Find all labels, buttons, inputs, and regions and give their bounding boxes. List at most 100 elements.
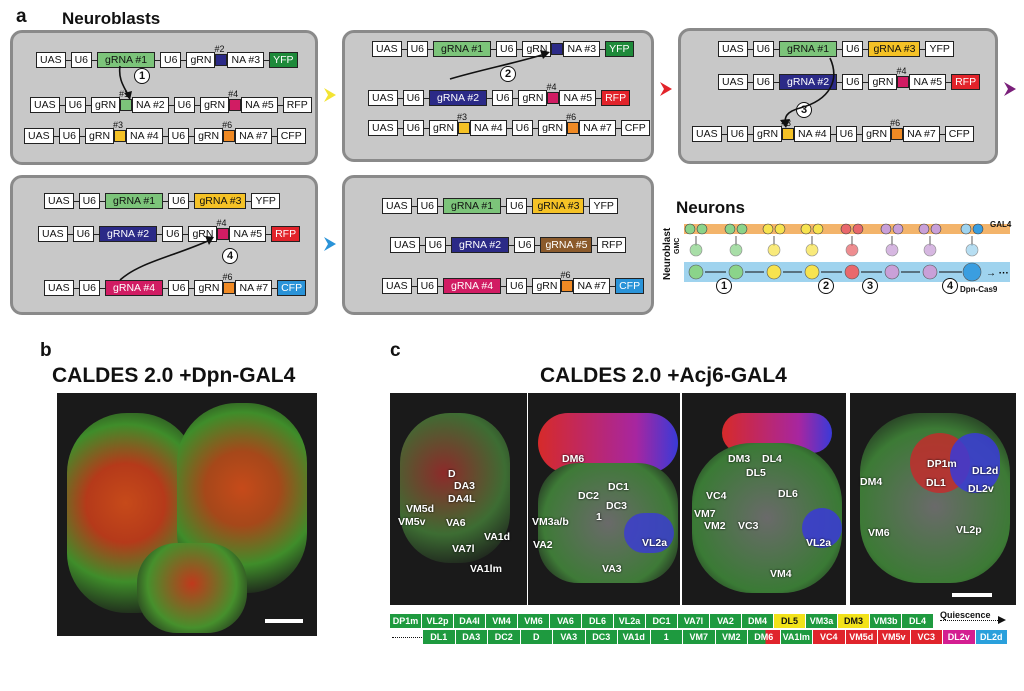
region-label: VL2p (956, 524, 982, 536)
target-label: #2 (214, 44, 225, 54)
neuron-dot (972, 223, 984, 235)
grn-box: gRN (868, 74, 898, 90)
uas-box: UAS (718, 74, 748, 90)
grn-box: gRN (186, 52, 216, 68)
panel-label-b: b (40, 340, 52, 361)
neuroblast-dot (728, 264, 744, 280)
u6-box: U6 (726, 126, 749, 142)
u6-box: U6 (64, 97, 87, 113)
quiescence-arrow (940, 620, 1000, 621)
u6-box: U6 (70, 52, 93, 68)
uas-box: UAS (372, 41, 402, 57)
target-label: #4 (216, 218, 227, 228)
scale-bar (265, 619, 303, 623)
uas-box: UAS (24, 128, 54, 144)
grna1-box: gRNA #1 (443, 198, 502, 214)
neuron-dot (880, 223, 892, 235)
target-label: #6 (566, 112, 577, 122)
region-label: DM6 (562, 453, 585, 465)
lineage-unit (840, 223, 882, 280)
region-label: VA2 (533, 539, 553, 551)
timeline-bottom-cell: DM6 (748, 630, 781, 644)
u6-box: U6 (160, 52, 182, 68)
neuron-dot (812, 223, 824, 235)
scale-bar (952, 593, 992, 597)
target-label: #1 (119, 89, 130, 99)
stage3-row2: UAS U6 gRNA #2 U6 gRN #4 NA #5 RFP (718, 66, 981, 90)
editing-arrows (118, 50, 835, 281)
grna3-box: gRNA #3 (868, 41, 921, 57)
region-label: VL2a (806, 537, 832, 549)
u6-box: U6 (492, 90, 514, 106)
lineage-step-3: 3 (862, 278, 878, 294)
stage2-row2: UAS U6 gRNA #2 U6 gRN #4 NA #5 RFP (368, 82, 631, 106)
region-label: VA7l (452, 543, 475, 555)
panel-b-image (57, 393, 317, 636)
na-box: NA #7 (235, 280, 273, 296)
lineage-unit (684, 223, 726, 280)
u6-box: U6 (72, 226, 95, 242)
target-label: #6 (560, 270, 571, 280)
timeline-bottom-cell: VA3 (553, 630, 586, 644)
region-label: VA1d (484, 531, 511, 543)
u6-box: U6 (167, 128, 190, 144)
lineage-unit (880, 223, 920, 280)
timeline-bottom-cell: VC4 (813, 630, 846, 644)
uas-box: UAS (30, 97, 60, 113)
region-label: D (448, 468, 456, 480)
region-label: DL1 (926, 477, 946, 489)
stage3-row1: UAS U6 gRNA #1 U6 gRNA #3 YFP (718, 41, 954, 57)
stage2-row1: UAS U6 gRNA #1 U6 gRN NA #3 YFP (372, 41, 634, 57)
rfp-reporter: RFP (282, 97, 312, 113)
region-label: DM4 (860, 476, 883, 488)
rfp-reporter: RFP (597, 237, 627, 253)
stage5-row3: UAS U6 gRNA #4 U6 gRN #6 NA #7 CFP (382, 270, 645, 294)
timeline-bottom-cell: DC2 (488, 630, 521, 644)
grna2-box: gRNA #2 (451, 237, 510, 253)
grn-box: gRN (91, 97, 121, 113)
arrow-right-icon (324, 88, 336, 102)
timeline-bottom-cell: DL2v (943, 630, 976, 644)
timeline-bottom-cell: VM5v (878, 630, 911, 644)
neuron-dot (960, 223, 972, 235)
na-box: NA #4 (470, 120, 507, 136)
u6-box: U6 (506, 198, 528, 214)
yfp-reporter: YFP (269, 52, 298, 68)
rfp-reporter: RFP (601, 90, 631, 106)
uas-box: UAS (692, 126, 722, 142)
neuroblast-dot (844, 264, 860, 280)
region-label: DL2d (972, 465, 999, 477)
region-label: DL6 (778, 488, 798, 500)
gmc-dot (965, 243, 979, 257)
yfp-reporter: YFP (925, 41, 954, 57)
u6-box: U6 (162, 226, 184, 242)
panel-c-image-2 (528, 393, 680, 605)
rfp-reporter: RFP (951, 74, 981, 90)
u6-box: U6 (58, 128, 81, 144)
u6-box: U6 (416, 278, 439, 294)
uas-box: UAS (368, 90, 398, 106)
region-label: DA4L (448, 493, 476, 505)
panel-c-image-3 (682, 393, 846, 605)
timeline-top-cell: DM4 (742, 614, 774, 628)
lineage-unit (800, 223, 842, 280)
quiescence-label: Quiescence (940, 610, 991, 620)
na-box: NA #7 (235, 128, 272, 144)
step-1-circle: 1 (134, 68, 150, 84)
timeline-bottom-cell: VM7 (683, 630, 716, 644)
panel-label-a: a (16, 6, 27, 27)
uas-box: UAS (718, 41, 748, 57)
lineage-unit (960, 223, 984, 282)
grna1-box: gRNA #1 (105, 193, 164, 209)
timeline-top-cell: VL2p (422, 614, 454, 628)
grn-box: gRN (753, 126, 783, 142)
timeline-bottom-cell: DC3 (585, 630, 618, 644)
neuroblast-dot (766, 264, 782, 280)
panel-c-image-1 (390, 393, 527, 605)
lineage-unit (724, 223, 764, 280)
continuation-dots: → ··· (986, 268, 1009, 279)
dpn-cas9-label: Dpn-Cas9 (960, 285, 998, 294)
uas-box: UAS (38, 226, 68, 242)
uas-box: UAS (36, 52, 66, 68)
